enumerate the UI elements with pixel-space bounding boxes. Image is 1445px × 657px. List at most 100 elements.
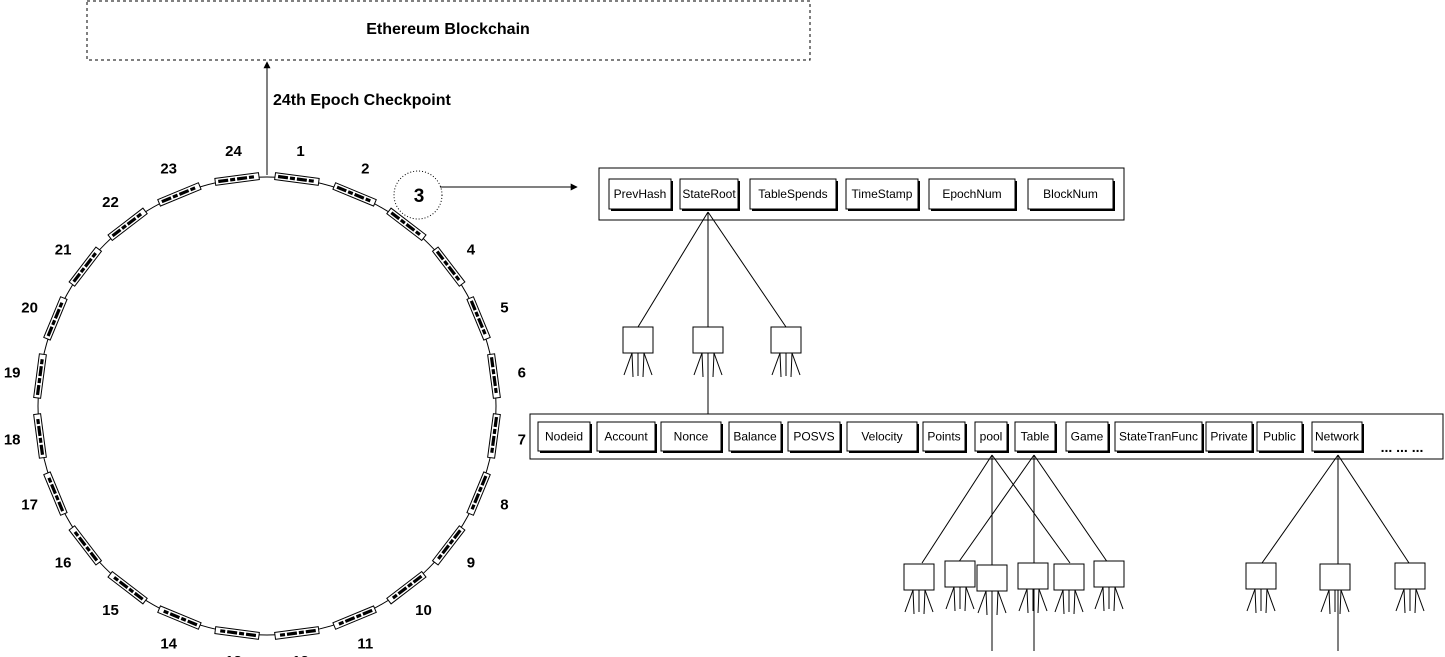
more-fields-ellipsis: ... ... ... bbox=[1381, 439, 1424, 455]
ring-block bbox=[487, 413, 501, 459]
block-number-label: 6 bbox=[518, 365, 526, 382]
field-label: TableSpends bbox=[758, 187, 827, 201]
block-number-label: 20 bbox=[21, 300, 38, 317]
trie-node bbox=[1245, 562, 1277, 614]
ring-path bbox=[37, 176, 497, 636]
field-label: Network bbox=[1315, 430, 1360, 444]
field-epochnum: EpochNum bbox=[928, 178, 1017, 211]
ring-block bbox=[68, 525, 103, 566]
field-label: TimeStamp bbox=[852, 187, 913, 201]
storage-trie-edges bbox=[921, 454, 1410, 651]
ring-block bbox=[466, 471, 491, 516]
field-stateroot: StateRoot bbox=[679, 178, 740, 211]
field-label: Account bbox=[604, 430, 648, 444]
ring-block bbox=[386, 570, 427, 605]
ring-block bbox=[107, 207, 148, 242]
ring-block bbox=[68, 246, 103, 287]
field-label: EpochNum bbox=[942, 187, 1001, 201]
state-trie-nodes bbox=[622, 326, 802, 378]
field-account: Account bbox=[596, 421, 657, 453]
field-label: pool bbox=[980, 430, 1003, 444]
highlighted-block-number: 3 bbox=[414, 186, 425, 207]
ring-block bbox=[214, 172, 260, 186]
trie-node bbox=[1017, 562, 1049, 614]
block-number-label: 24 bbox=[225, 143, 242, 160]
block-number-label: 15 bbox=[102, 602, 119, 619]
block-number-label: 14 bbox=[160, 635, 177, 652]
ring-block bbox=[431, 246, 466, 287]
field-label: Nodeid bbox=[545, 430, 583, 444]
field-nonce: Nonce bbox=[660, 421, 723, 453]
ring-block bbox=[157, 605, 202, 630]
field-label: Table bbox=[1021, 430, 1050, 444]
field-game: Game bbox=[1065, 421, 1110, 453]
block-number-label: 16 bbox=[55, 555, 72, 572]
field-label: Game bbox=[1071, 430, 1104, 444]
trie-node bbox=[903, 563, 935, 615]
field-label: POSVS bbox=[793, 430, 834, 444]
trie-node bbox=[1053, 563, 1085, 615]
ring-block bbox=[466, 296, 491, 341]
field-points: Points bbox=[922, 421, 967, 453]
ring-block bbox=[431, 525, 466, 566]
field-pool: pool bbox=[974, 421, 1009, 453]
field-network: Network bbox=[1311, 421, 1364, 453]
block-number-label: 11 bbox=[357, 635, 373, 652]
field-label: Private bbox=[1210, 430, 1248, 444]
block-number-label: 2 bbox=[361, 161, 369, 178]
field-tablespends: TableSpends bbox=[749, 178, 838, 211]
block-number-label: 12 bbox=[292, 653, 309, 657]
ethereum-blockchain-title: Ethereum Blockchain bbox=[366, 21, 530, 38]
block-number-label: 8 bbox=[500, 496, 508, 513]
block-number-label: 23 bbox=[160, 161, 177, 178]
highlighted-block: 3 bbox=[393, 170, 443, 220]
ring-block bbox=[33, 353, 47, 399]
field-prevhash: PrevHash bbox=[608, 178, 673, 211]
ring-block bbox=[487, 353, 501, 399]
field-label: PrevHash bbox=[614, 187, 667, 201]
trie-node bbox=[944, 560, 976, 612]
field-private: Private bbox=[1205, 421, 1254, 453]
field-balance: Balance bbox=[728, 421, 783, 453]
field-label: Points bbox=[927, 430, 960, 444]
ring-block bbox=[43, 296, 68, 341]
ring-block bbox=[274, 172, 320, 186]
trie-node bbox=[1394, 562, 1426, 614]
field-statetranfunc: StateTranFunc bbox=[1114, 421, 1204, 453]
field-label: Nonce bbox=[674, 430, 709, 444]
ring-block bbox=[33, 413, 47, 459]
block-number-label: 4 bbox=[467, 242, 476, 259]
state-trie-level-1 bbox=[637, 211, 787, 414]
field-label: Velocity bbox=[861, 430, 902, 444]
field-timestamp: TimeStamp bbox=[845, 178, 920, 211]
block-number-label: 13 bbox=[225, 653, 242, 657]
field-public: Public bbox=[1256, 421, 1304, 453]
state-record-box: ... ... ... Nodeid Account Nonce Balance POS… bbox=[529, 413, 1444, 460]
ring-block bbox=[107, 570, 148, 605]
block-number-label: 5 bbox=[500, 300, 508, 317]
block-number-label: 17 bbox=[21, 496, 38, 513]
trie-node bbox=[1093, 560, 1125, 612]
block-number-label: 7 bbox=[518, 432, 526, 449]
block-number-label: 19 bbox=[4, 365, 21, 382]
ring-block bbox=[157, 182, 202, 207]
block-header-box: PrevHash StateRoot TableSpends TimeStamp Epo… bbox=[598, 167, 1125, 221]
field-posvs: POSVS bbox=[787, 421, 842, 453]
field-label: StateRoot bbox=[682, 187, 736, 201]
field-label: Balance bbox=[733, 430, 777, 444]
storage-trie-nodes bbox=[903, 560, 1426, 616]
field-label: Public bbox=[1263, 430, 1296, 444]
trie-node bbox=[1319, 563, 1351, 615]
ethereum-blockchain-box: Ethereum Blockchain bbox=[86, 0, 811, 61]
block-number-label: 22 bbox=[102, 194, 119, 211]
block-number-label: 21 bbox=[55, 242, 72, 259]
ring-block bbox=[332, 182, 377, 207]
field-label: StateTranFunc bbox=[1119, 430, 1198, 444]
epoch-ring: 12456789101112131415161718192021222324 bbox=[4, 143, 526, 657]
ring-block bbox=[332, 605, 377, 630]
block-number-label: 10 bbox=[415, 602, 432, 619]
field-table: Table bbox=[1014, 421, 1057, 453]
field-blocknum: BlockNum bbox=[1027, 178, 1115, 211]
field-label: BlockNum bbox=[1043, 187, 1098, 201]
